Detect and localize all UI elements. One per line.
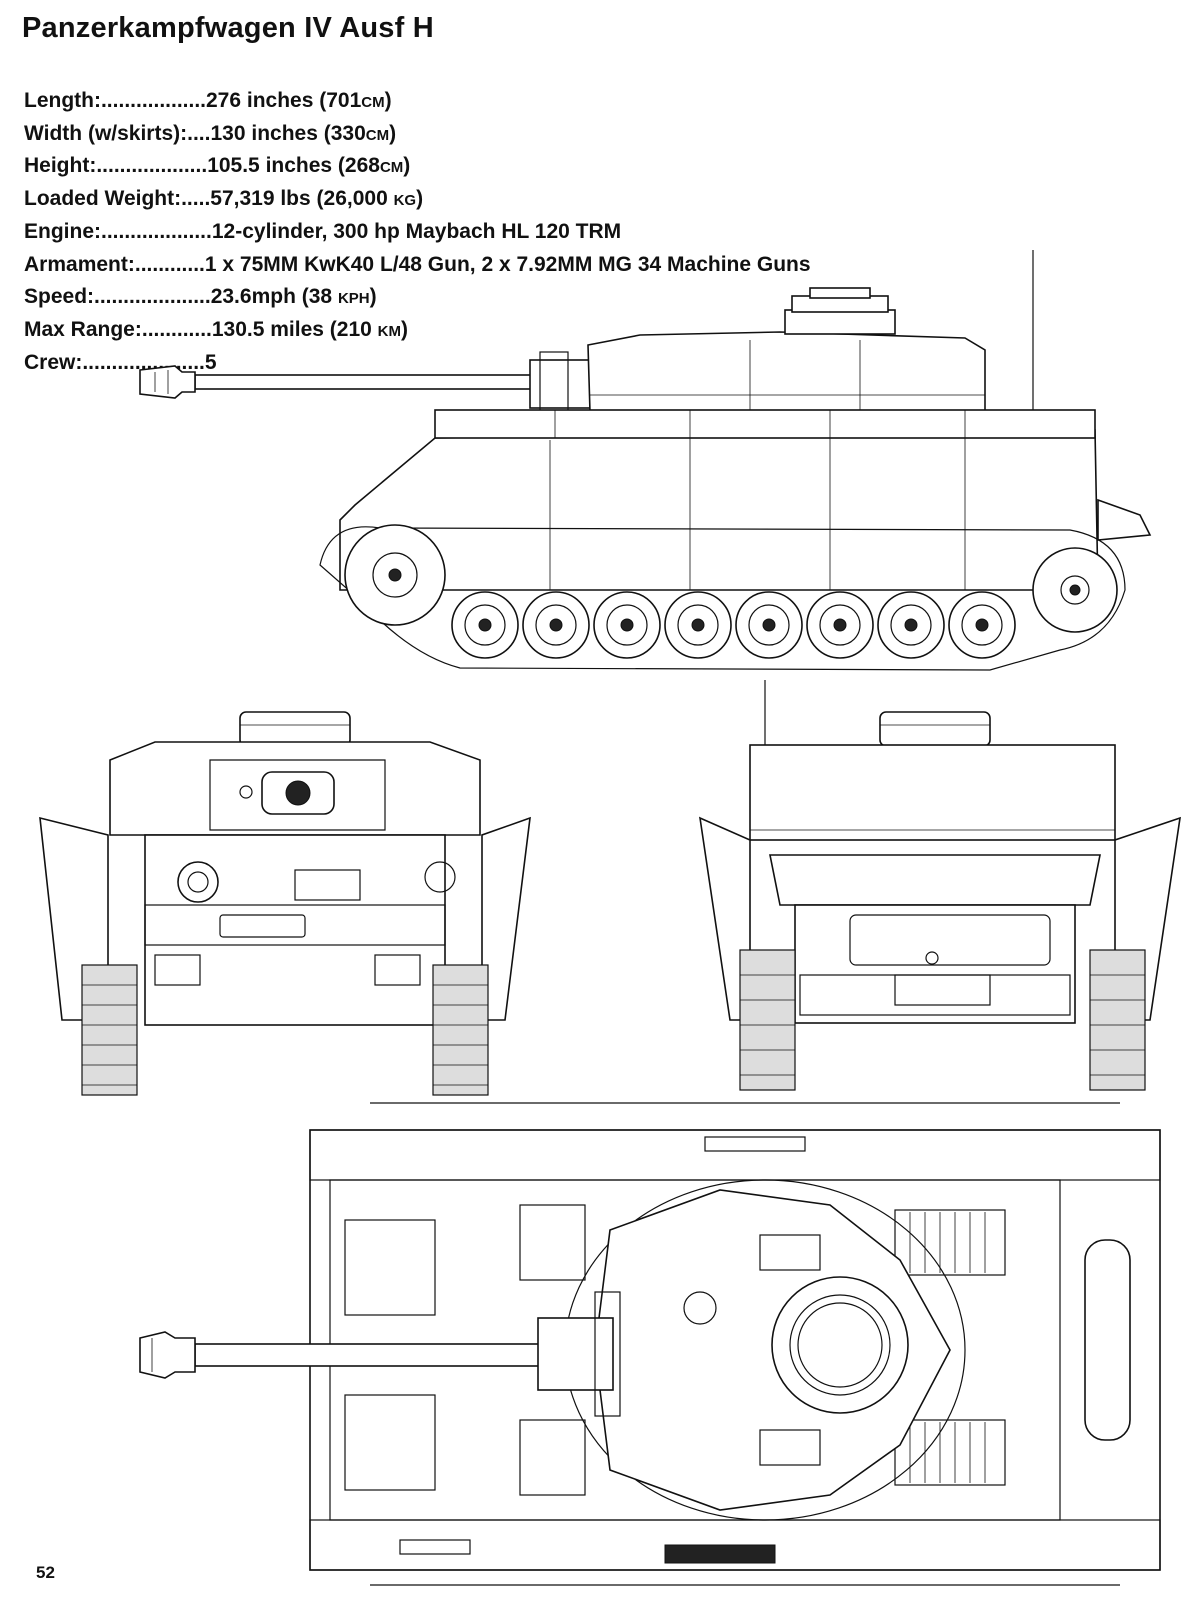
spec-value: 105.5 inches (268 <box>207 154 380 178</box>
side-muzzle-brake <box>139 365 196 399</box>
side-turret-skirt <box>434 409 1096 439</box>
spec-height: Height:...................105.5 inches (… <box>24 151 811 184</box>
spec-value: 57,319 lbs (26,000 <box>210 187 394 211</box>
front-cupola <box>239 711 351 747</box>
spec-loaded-weight: Loaded Weight:.....57,319 lbs (26,000 KG… <box>24 184 811 217</box>
spec-label: Height:................... <box>24 154 208 178</box>
top-gun-barrel <box>194 1343 541 1367</box>
spec-unit: KG <box>393 192 417 210</box>
spec-value: 12-cylinder, 300 hp Maybach HL 120 TRM <box>211 219 622 243</box>
rear-tracks <box>739 949 1146 1091</box>
rear-hull <box>794 904 1076 1024</box>
spec-width: Width (w/skirts):....130 inches (330CM) <box>24 119 811 152</box>
spec-value: 23.6mph (38 <box>210 285 338 309</box>
top-engine-grilles <box>894 1209 1006 1486</box>
page-number: 52 <box>36 1563 55 1582</box>
top-muzzle-brake <box>139 1331 196 1379</box>
spec-tail: ) <box>384 89 392 112</box>
top-driver-hatch <box>344 1219 436 1316</box>
top-view <box>139 1102 1161 1586</box>
side-road-wheels <box>451 591 1016 659</box>
spec-tail: ) <box>401 317 408 341</box>
front-right-skirt <box>481 816 531 1021</box>
spec-label: Speed:.................... <box>24 285 211 309</box>
spec-unit: CM <box>361 94 385 111</box>
side-commander-cupola <box>784 309 896 335</box>
front-view <box>39 711 531 1096</box>
spec-unit: CM <box>379 159 404 177</box>
top-commander-cupola <box>771 1276 909 1414</box>
top-gun-mantlet <box>537 1317 614 1391</box>
spec-length: Length:..................276 inches (701… <box>24 86 811 119</box>
spec-engine: Engine:...................12-cylinder, 3… <box>24 217 811 250</box>
spec-label: Width (w/skirts):.... <box>24 121 211 145</box>
top-radio-operator-hatch <box>344 1394 436 1491</box>
side-turret <box>587 331 986 413</box>
spec-value: 276 inches (701 <box>206 89 362 112</box>
rear-exhaust-muffler <box>849 914 1051 966</box>
rear-turret <box>749 744 1116 841</box>
spec-label: Armament:............ <box>24 252 205 276</box>
spec-unit: KM <box>377 322 401 340</box>
spec-armament: Armament:............1 x 75MM KwK40 L/48… <box>24 250 811 283</box>
spec-list: Length:..................276 inches (701… <box>24 86 811 380</box>
spec-tail: ) <box>369 285 377 309</box>
spec-label: Loaded Weight:..... <box>24 187 211 211</box>
front-driver-visor <box>177 861 219 903</box>
spec-value: 130 inches (330 <box>210 121 366 145</box>
rear-cupola <box>879 711 991 747</box>
side-track <box>319 526 1126 671</box>
side-view <box>139 250 1152 671</box>
spec-speed: Speed:....................23.6mph (38 KP… <box>24 282 811 315</box>
spec-tail: ) <box>403 154 411 178</box>
spec-value: 130.5 miles (210 <box>211 317 378 341</box>
spec-label: Engine:................... <box>24 219 212 243</box>
page-title: Panzerkampfwagen IV Ausf H <box>22 12 434 44</box>
rear-view <box>698 680 1181 1091</box>
spec-unit: KPH <box>337 290 370 308</box>
spec-unit: CM <box>365 126 390 144</box>
side-gun-barrel <box>194 374 536 390</box>
spec-tail: ) <box>389 121 397 145</box>
top-exhaust-muffler <box>1084 1239 1131 1441</box>
spec-value: 1 x 75MM KwK40 L/48 Gun, 2 x 7.92MM MG 3… <box>204 252 811 276</box>
side-gun-mantlet <box>529 359 591 409</box>
side-hull-skirts <box>339 429 1099 591</box>
rear-upper-plate <box>769 854 1101 906</box>
spec-tail: ) <box>416 187 424 211</box>
spec-label: Max Range:............ <box>24 317 212 341</box>
spec-max-range: Max Range:............130.5 miles (210 K… <box>24 315 811 348</box>
spec-value: 5 <box>204 350 217 374</box>
front-tracks <box>81 964 489 1096</box>
spec-label: Length:.................. <box>24 89 206 112</box>
